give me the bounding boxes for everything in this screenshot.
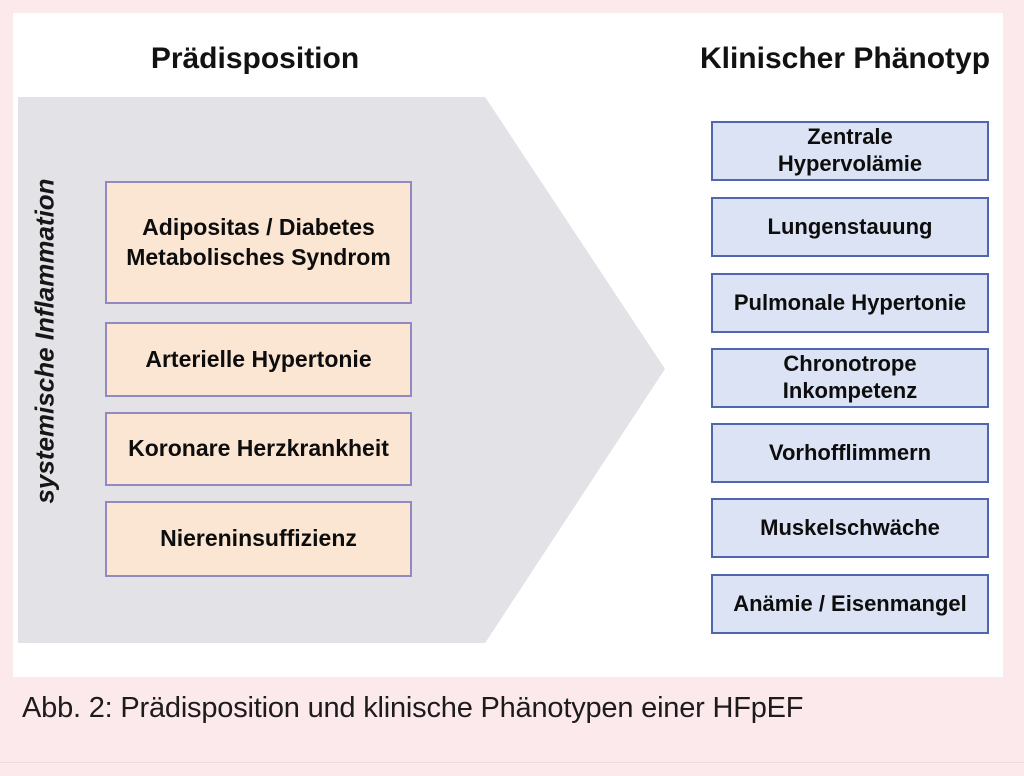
phenotype-box-vorhofflimmern: Vorhofflimmern xyxy=(711,423,989,483)
heading-predisposition: Prädisposition xyxy=(150,42,360,75)
phenotype-box-lungenstauung: Lungenstauung xyxy=(711,197,989,257)
figure-caption: Abb. 2: Prädisposition und klinische Phä… xyxy=(22,692,804,724)
predisposition-box-niereninsuffizienz: Niereninsuffizienz xyxy=(105,501,412,577)
predisposition-box-arterielle-hypertonie: Arterielle Hypertonie xyxy=(105,322,412,397)
predisposition-box-adipositas-diabetes: Adipositas / Diabetes Metabolisches Synd… xyxy=(105,181,412,304)
phenotype-box-chronotrope-inkompetenz: Chronotrope Inkompetenz xyxy=(711,348,989,408)
systemic-inflammation-label: systemische Inflammation xyxy=(29,178,60,504)
heading-clinical-phenotype: Klinischer Phänotyp xyxy=(699,42,991,75)
phenotype-box-pulmonale-hypertonie: Pulmonale Hypertonie xyxy=(711,273,989,333)
bottom-divider xyxy=(0,762,1024,763)
phenotype-box-zentrale-hypervolaemie: Zentrale Hypervolämie xyxy=(711,121,989,181)
phenotype-box-anaemie-eisenmangel: Anämie / Eisenmangel xyxy=(711,574,989,634)
phenotype-box-muskelschwaeche: Muskelschwäche xyxy=(711,498,989,558)
predisposition-box-koronare-herzkrankheit: Koronare Herzkrankheit xyxy=(105,412,412,486)
